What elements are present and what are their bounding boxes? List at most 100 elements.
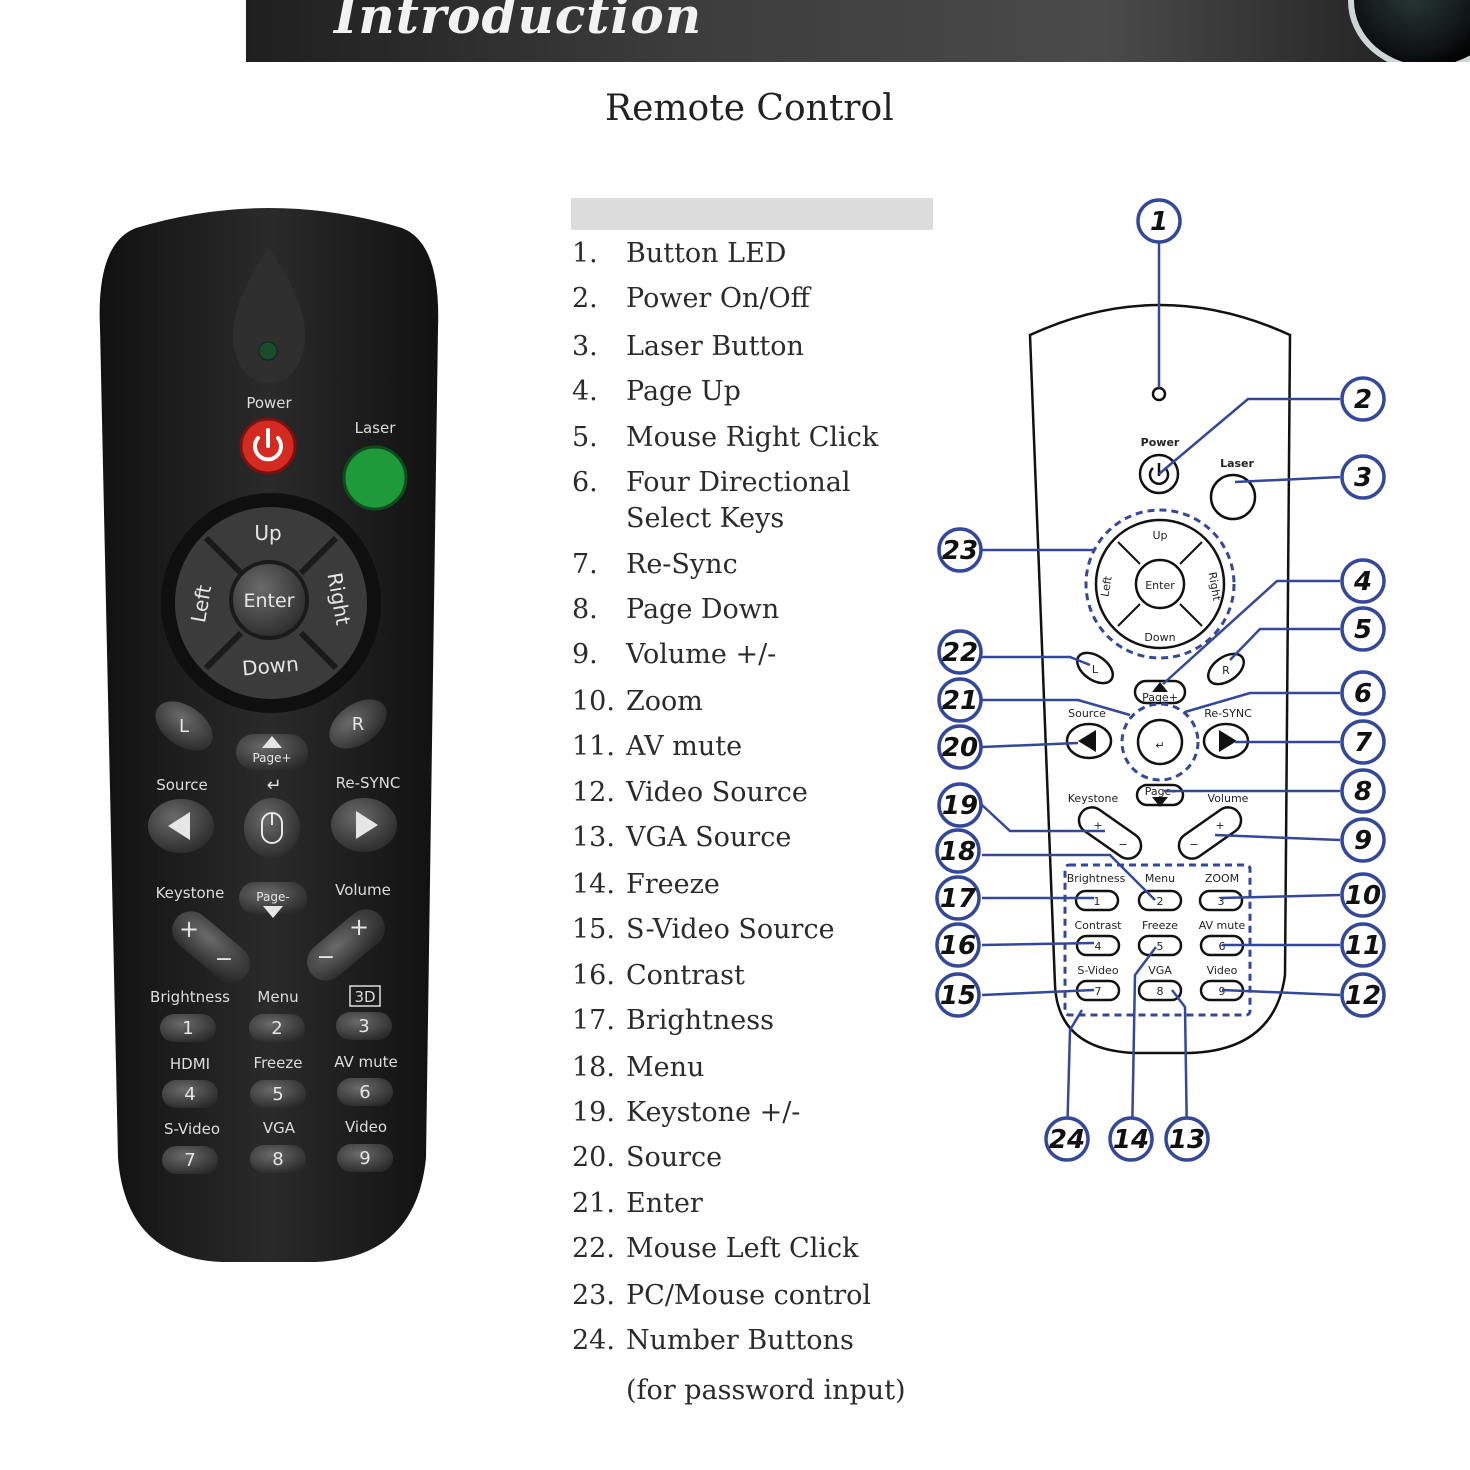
- diagram-mouse-left-button[interactable]: [1072, 647, 1119, 690]
- diagram-key-3[interactable]: [1198, 889, 1244, 912]
- resync-label: Re-SYNC: [336, 774, 401, 792]
- svg-text:17: 17: [940, 884, 977, 914]
- callout-15: 15: [935, 972, 981, 1018]
- led-indicator: [258, 341, 278, 361]
- source-label: Source: [156, 776, 208, 794]
- callout-17: 17: [935, 875, 981, 921]
- diagram-key-1[interactable]: [1074, 889, 1120, 912]
- keystone-button[interactable]: [164, 904, 257, 991]
- list-item: 18.Menu: [572, 1052, 705, 1083]
- svg-text:20: 20: [942, 733, 978, 763]
- enter-mouse-button[interactable]: [244, 798, 300, 858]
- diagram-keystone-label: Keystone: [1068, 792, 1119, 805]
- key-4-button[interactable]: [162, 1080, 218, 1108]
- diagram-key-5[interactable]: [1137, 934, 1183, 957]
- diagram-laser-button[interactable]: [1209, 473, 1257, 521]
- key-8-button[interactable]: [250, 1145, 306, 1173]
- list-item: 7.Re-Sync: [572, 549, 738, 580]
- page-up-button[interactable]: [236, 734, 308, 770]
- diagram-freeze-label: Freeze: [1142, 919, 1178, 932]
- diagram-triangle-left-icon: [1078, 730, 1096, 752]
- page-down-button[interactable]: [239, 882, 307, 914]
- diagram-video-label: Video: [1207, 964, 1238, 977]
- laser-button[interactable]: [342, 445, 408, 511]
- callout-3: 3: [1340, 454, 1386, 500]
- diagram-volume-label: Volume: [1208, 792, 1249, 805]
- brightness-label: Brightness: [150, 988, 230, 1006]
- diagram-keystone-button[interactable]: [1074, 802, 1146, 863]
- number-buttons-group: [1063, 863, 1252, 1017]
- callout-22: 22: [937, 629, 983, 675]
- callout-1: 1: [1136, 198, 1182, 244]
- triangle-up-icon: [262, 736, 282, 748]
- enter-group-outline: [1120, 702, 1200, 782]
- mouse-left-button[interactable]: [146, 691, 221, 760]
- svg-text:13: 13: [1169, 1125, 1205, 1155]
- key-2-button[interactable]: [249, 1014, 305, 1042]
- diagram-vga-label: VGA: [1148, 964, 1172, 977]
- key-7-button[interactable]: [162, 1146, 218, 1174]
- svg-text:22: 22: [942, 638, 978, 668]
- key-6-button[interactable]: [337, 1078, 393, 1106]
- enter-symbol-label: ↵: [266, 775, 281, 796]
- svg-text:4: 4: [1353, 567, 1372, 597]
- diagram-key-8[interactable]: [1137, 979, 1183, 1002]
- callout-2: 2: [1340, 376, 1386, 422]
- key-5-button[interactable]: [250, 1080, 306, 1108]
- page-up-label: Page+: [252, 751, 291, 765]
- diagram-up-label: Up: [1152, 529, 1167, 542]
- key-label: 8: [1157, 985, 1164, 998]
- callout-18: 18: [935, 828, 981, 874]
- key-9-button[interactable]: [337, 1144, 393, 1172]
- list-item: 11.AV mute: [572, 731, 743, 762]
- svg-text:11: 11: [1345, 931, 1381, 961]
- callout-10: 10: [1340, 872, 1386, 918]
- vga-label: VGA: [263, 1119, 296, 1137]
- up-button[interactable]: Up: [254, 521, 281, 545]
- key-label: 4: [1095, 940, 1102, 953]
- down-button[interactable]: Down: [241, 652, 300, 681]
- diagram-key-4[interactable]: [1075, 934, 1121, 957]
- list-item: 16.Contrast: [572, 960, 745, 991]
- diagram-mouse-right-button[interactable]: [1203, 648, 1250, 691]
- list-item: 1.Button LED: [572, 238, 787, 269]
- callout-16: 16: [935, 922, 981, 968]
- key-label: 7: [184, 1150, 195, 1171]
- key-label: 7: [1095, 985, 1102, 998]
- key-1-button[interactable]: [160, 1014, 216, 1042]
- mouse-right-button[interactable]: [320, 689, 395, 758]
- 3d-label: 3D: [354, 988, 375, 1006]
- enter-label: Enter: [244, 590, 295, 612]
- enter-button[interactable]: [229, 560, 309, 640]
- svg-text:12: 12: [1345, 981, 1381, 1011]
- list-item: 23.PC/Mouse control: [572, 1280, 872, 1311]
- diagram-volume-button[interactable]: [1174, 802, 1246, 863]
- key-label: 1: [182, 1018, 193, 1039]
- diagram-enter-button[interactable]: [1134, 558, 1186, 610]
- section-title: Remote Control: [605, 88, 894, 129]
- key-label: 5: [1157, 940, 1164, 953]
- diagram-triangle-up-icon: [1152, 682, 1168, 692]
- diagram-resync-label: Re-SYNC: [1204, 707, 1252, 720]
- key-label: 3: [1218, 895, 1225, 908]
- svg-text:18: 18: [940, 837, 976, 867]
- list-item: 10.Zoom: [572, 686, 703, 717]
- diagram-menu-label: Menu: [1145, 872, 1175, 885]
- chapter-title: Introduction: [334, 0, 703, 45]
- callout-leader-lines: [981, 243, 1341, 1141]
- list-item: 15.S-Video Source: [572, 914, 835, 945]
- diagram-av-mute-label: AV mute: [1199, 919, 1246, 932]
- freeze-label: Freeze: [254, 1054, 303, 1072]
- pc-mouse-control-group: [1084, 508, 1236, 660]
- list-item: 22.Mouse Left Click: [572, 1233, 859, 1264]
- volume-button[interactable]: [299, 902, 392, 989]
- list-item: 19.Keystone +/-: [572, 1097, 801, 1128]
- key-3-button[interactable]: [336, 1012, 392, 1040]
- callout-7: 7: [1340, 719, 1386, 765]
- svg-text:8: 8: [1354, 777, 1372, 807]
- diagram-contrast-label: Contrast: [1074, 919, 1122, 932]
- keystone-label: Keystone: [156, 884, 225, 902]
- svg-text:16: 16: [940, 931, 976, 961]
- svg-text:21: 21: [942, 686, 978, 716]
- diagram-enter-mouse-button[interactable]: [1136, 718, 1184, 766]
